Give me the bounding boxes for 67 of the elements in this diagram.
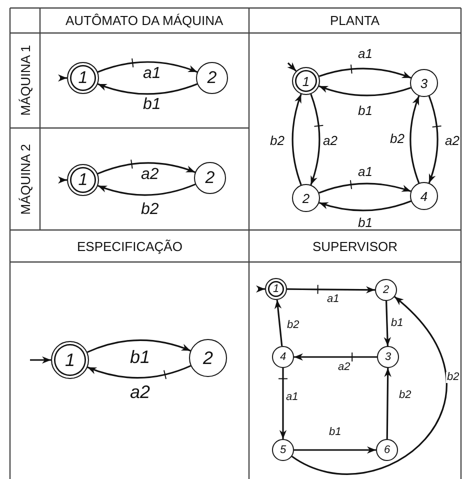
edge-label: a1 xyxy=(285,392,300,402)
state-circle: 2 xyxy=(189,339,227,377)
arrow xyxy=(318,180,412,194)
edge-label: b2 xyxy=(398,390,412,400)
row-header: MÁQUINA 1 xyxy=(18,45,32,116)
state-circle: 3 xyxy=(410,69,438,97)
edge-label: b2 xyxy=(269,134,286,146)
arrow xyxy=(278,368,288,439)
arrow xyxy=(384,368,392,440)
arrow xyxy=(58,176,67,184)
edge-label: b1 xyxy=(129,348,152,366)
arrow xyxy=(274,300,283,346)
column-header: SUPERVISOR xyxy=(312,238,398,254)
edge-label: b1 xyxy=(390,318,404,328)
arrow xyxy=(310,94,324,186)
column-header: ESPECIFICAÇÃO xyxy=(77,238,182,254)
arrow xyxy=(98,184,196,196)
arrow xyxy=(318,85,412,96)
arrow xyxy=(97,160,196,174)
state-circle: 4 xyxy=(272,346,294,368)
arrow xyxy=(292,94,302,186)
final-state-circle: 1 xyxy=(51,341,89,379)
arrow xyxy=(318,200,412,212)
edge-label: b1 xyxy=(357,104,374,116)
column-header: PLANTA xyxy=(330,13,380,28)
edge-label: a2 xyxy=(444,134,460,146)
edge-label: b1 xyxy=(357,216,374,228)
arrow xyxy=(384,300,391,346)
state-circle: 2 xyxy=(375,279,397,301)
state-circle: 2 xyxy=(194,162,226,194)
state-circle: 6 xyxy=(376,439,398,461)
edge-label: a1 xyxy=(326,294,340,304)
state-circle: 5 xyxy=(272,439,294,461)
arrow xyxy=(318,64,412,79)
final-state-circle: 1 xyxy=(67,62,99,94)
arrow xyxy=(98,58,198,73)
arrow xyxy=(87,339,191,353)
arrow xyxy=(294,352,377,362)
final-state-circle: 1 xyxy=(265,278,287,300)
edge-label: a2 xyxy=(337,362,352,372)
state-circle: 2 xyxy=(196,62,228,94)
edge-label: a2 xyxy=(322,134,338,146)
arrow xyxy=(287,62,297,72)
final-state-circle: 1 xyxy=(67,164,99,196)
arrow xyxy=(428,96,442,184)
edge-label: a1 xyxy=(357,46,374,60)
final-state-circle: 1 xyxy=(292,67,320,95)
edge-label: b2 xyxy=(286,320,300,330)
arrow xyxy=(287,284,375,294)
arrow xyxy=(87,365,192,380)
arrow xyxy=(30,356,51,364)
row-header: MÁQUINA 2 xyxy=(18,144,32,214)
edge-label: b2 xyxy=(389,132,406,144)
state-circle: 2 xyxy=(292,184,320,212)
arrow xyxy=(410,96,420,184)
arrow xyxy=(292,296,447,475)
edge-label: a2 xyxy=(129,383,152,401)
edge-label: b1 xyxy=(328,426,342,438)
edge-label: b2 xyxy=(446,372,460,382)
arrow xyxy=(58,74,67,82)
edge-label: a1 xyxy=(357,164,374,178)
state-circle: 4 xyxy=(410,182,438,210)
arrow xyxy=(256,285,265,293)
arrow xyxy=(294,446,376,454)
column-header: AUTÔMATO DA MÁQUINA xyxy=(66,13,224,28)
arrow xyxy=(98,83,198,95)
state-circle: 3 xyxy=(377,346,399,368)
